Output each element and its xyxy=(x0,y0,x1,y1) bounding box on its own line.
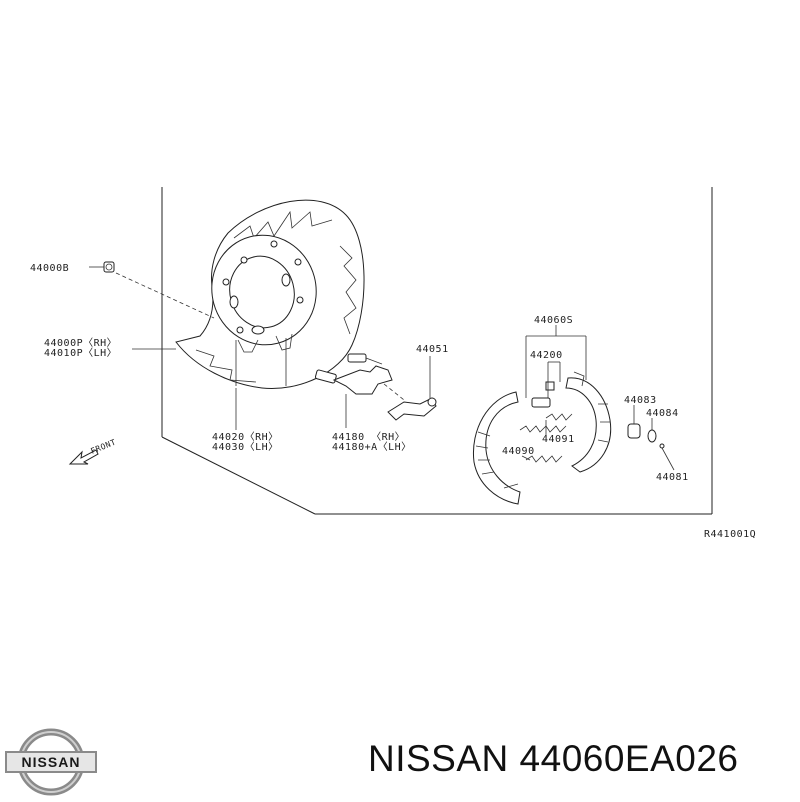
nissan-logo: NISSAN xyxy=(5,728,97,796)
label-44010p: 44010P〈LH〉 xyxy=(44,347,117,359)
label-44020: 44020〈RH〉 xyxy=(212,431,279,443)
adjuster-44180 xyxy=(314,353,405,428)
front-arrow-icon xyxy=(68,449,99,465)
label-44060s: 44060S xyxy=(534,315,573,326)
shoe-set-bracket xyxy=(521,325,587,461)
label-44081: 44081 xyxy=(656,472,689,483)
label-44030: 44030〈LH〉 xyxy=(212,441,279,453)
label-44084: 44084 xyxy=(646,408,679,419)
label-44000p: 44000P〈RH〉 xyxy=(44,337,117,349)
backing-plate xyxy=(175,199,365,390)
reference-code: R441001Q xyxy=(704,529,756,540)
diagram-frame xyxy=(161,187,713,515)
label-front: FRONT xyxy=(89,438,117,456)
brake-shoe-right xyxy=(565,371,612,473)
brake-shoe-left xyxy=(472,391,521,505)
hold-down-parts xyxy=(627,405,675,471)
clip-44051 xyxy=(387,356,437,421)
bolt-44000b xyxy=(89,261,215,319)
plate-leaders xyxy=(132,338,287,430)
label-44091: 44091 xyxy=(542,434,575,445)
logo-wordmark: NISSAN xyxy=(22,754,81,770)
part-number-caption: NISSAN 44060EA026 xyxy=(368,738,739,779)
label-44180a: 44180+A〈LH〉 xyxy=(332,441,412,453)
label-44051: 44051 xyxy=(416,344,449,355)
label-44090: 44090 xyxy=(502,446,535,457)
spring-set xyxy=(519,381,573,463)
label-44180: 44180 〈RH〉 xyxy=(332,431,405,443)
label-44200: 44200 xyxy=(530,350,563,361)
label-44000b: 44000B xyxy=(30,263,69,274)
label-44083: 44083 xyxy=(624,395,657,406)
